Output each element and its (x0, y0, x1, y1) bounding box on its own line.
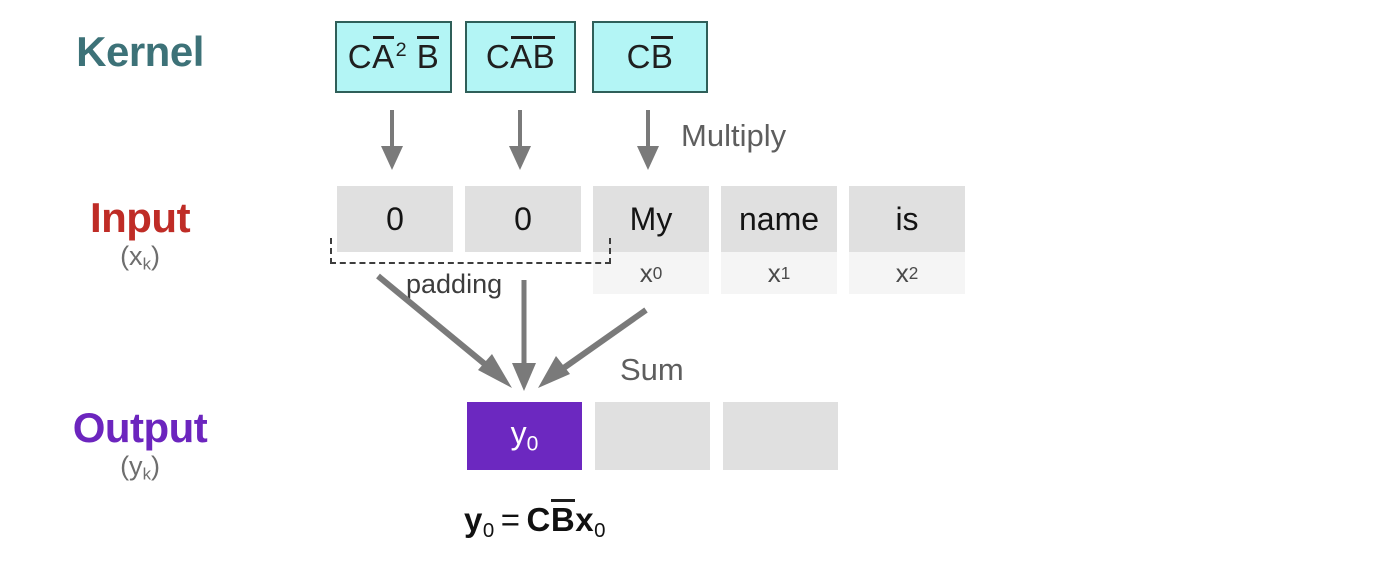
output-row-label: Output (yk) (0, 404, 280, 484)
kernel-row-label: Kernel (0, 28, 280, 75)
input-cell-1: 0 (465, 186, 581, 252)
padding-bracket (330, 238, 611, 264)
output-cell-0-label: y0 (510, 415, 539, 456)
equation-operator: = (500, 501, 521, 538)
output-label-text: Output (72, 404, 208, 451)
output-cell-2 (723, 402, 838, 470)
equation-rhs: CBx0 (526, 499, 606, 543)
input-label-subscript: (xk) (120, 241, 160, 274)
output-equation: y0=CBx0 (464, 499, 606, 543)
input-token-1: 0 (465, 186, 581, 252)
kernel-term-0-text: CA2 B (347, 36, 440, 75)
multiply-arrow-2-icon (637, 110, 659, 170)
input-cell-0: 0 (337, 186, 453, 252)
input-token-0: 0 (337, 186, 453, 252)
kernel-box-0: CA2 B (335, 21, 452, 93)
output-cell-0: y0 (467, 402, 582, 470)
kernel-label-text: Kernel (76, 28, 204, 75)
sum-annotation: Sum (620, 352, 684, 387)
kernel-box-2: CB (592, 21, 708, 93)
input-label-text: Input (89, 194, 191, 241)
input-token-4: is (849, 186, 965, 252)
multiply-arrow-1-icon (509, 110, 531, 170)
output-label-subscript: (yk) (120, 451, 160, 484)
kernel-term-1-text: CAB (485, 36, 556, 75)
output-cell-1 (595, 402, 710, 470)
kernel-term-2-text: CB (626, 36, 674, 75)
input-token-3: name (721, 186, 837, 252)
equation-lhs: y0 (464, 501, 495, 543)
padding-annotation: padding (406, 269, 503, 299)
input-row-label: Input (xk) (0, 194, 280, 274)
sum-arrows-group (376, 273, 648, 391)
kernel-box-1: CAB (465, 21, 576, 93)
input-token-2: My (593, 186, 709, 252)
multiply-arrow-0-icon (381, 110, 403, 170)
multiply-annotation: Multiply (681, 118, 787, 153)
